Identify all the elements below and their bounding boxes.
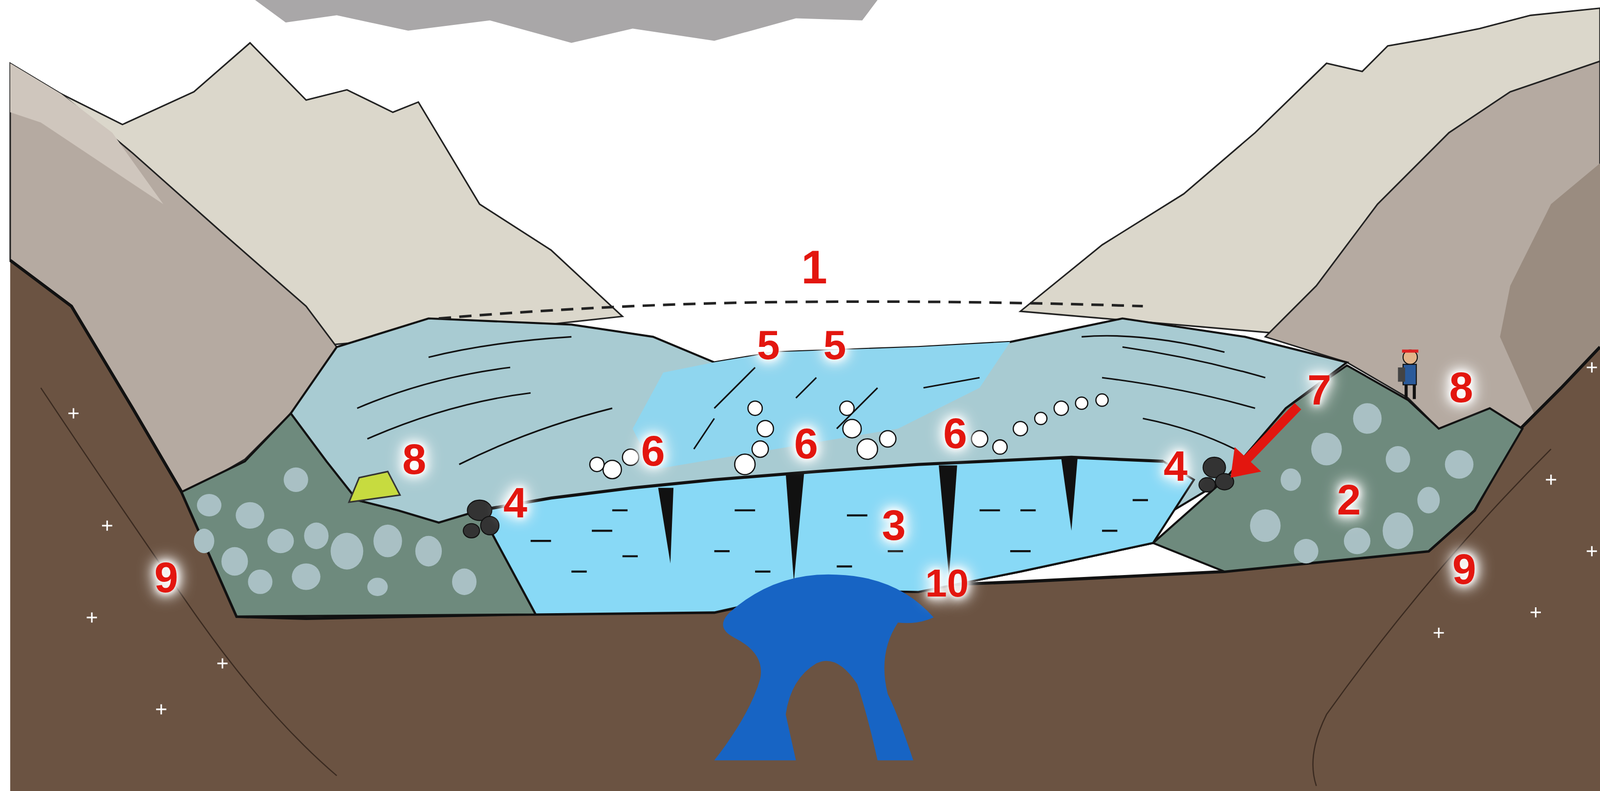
callout-number: 4 xyxy=(1163,444,1188,488)
subglacial-channel xyxy=(714,574,934,761)
bedrock xyxy=(10,260,1600,791)
callout-number: 7 xyxy=(1307,368,1332,412)
rock-fault xyxy=(1313,449,1552,786)
bedrock-outline xyxy=(10,260,1600,619)
ice-level-line xyxy=(479,457,1164,511)
valley-slope-left-light xyxy=(10,63,164,205)
callout-number: 5 xyxy=(756,324,780,366)
marginal-debris xyxy=(463,457,1234,539)
pointer-arrow-shaft xyxy=(1244,406,1298,462)
callout-number: 9 xyxy=(154,556,179,600)
cloud xyxy=(255,0,878,44)
callout-number: 9 xyxy=(1452,547,1477,591)
ice-blocks xyxy=(589,393,1109,479)
former-ice-surface xyxy=(438,301,1144,319)
callout-number: 8 xyxy=(1449,366,1474,410)
callout-number: 5 xyxy=(823,324,847,366)
callout-number: 10 xyxy=(925,563,969,604)
glacier-center-ice xyxy=(632,342,1011,470)
valley-slope-right xyxy=(1265,61,1600,429)
callout-number: 4 xyxy=(503,481,528,525)
callout-number: 8 xyxy=(402,437,427,481)
callout-number: 1 xyxy=(801,243,828,291)
crevasses xyxy=(658,458,1078,583)
callout-number: 6 xyxy=(641,429,666,473)
glacier-surface-zone xyxy=(290,318,1347,615)
callout-number: 6 xyxy=(794,422,819,466)
tent xyxy=(348,471,400,503)
hiker xyxy=(1398,350,1419,400)
pointer-arrow-head xyxy=(1230,447,1262,478)
ice-texture xyxy=(530,500,1148,572)
callout-number: 3 xyxy=(882,503,907,547)
callout-number: 2 xyxy=(1337,478,1362,522)
callout-number: 6 xyxy=(943,411,968,455)
